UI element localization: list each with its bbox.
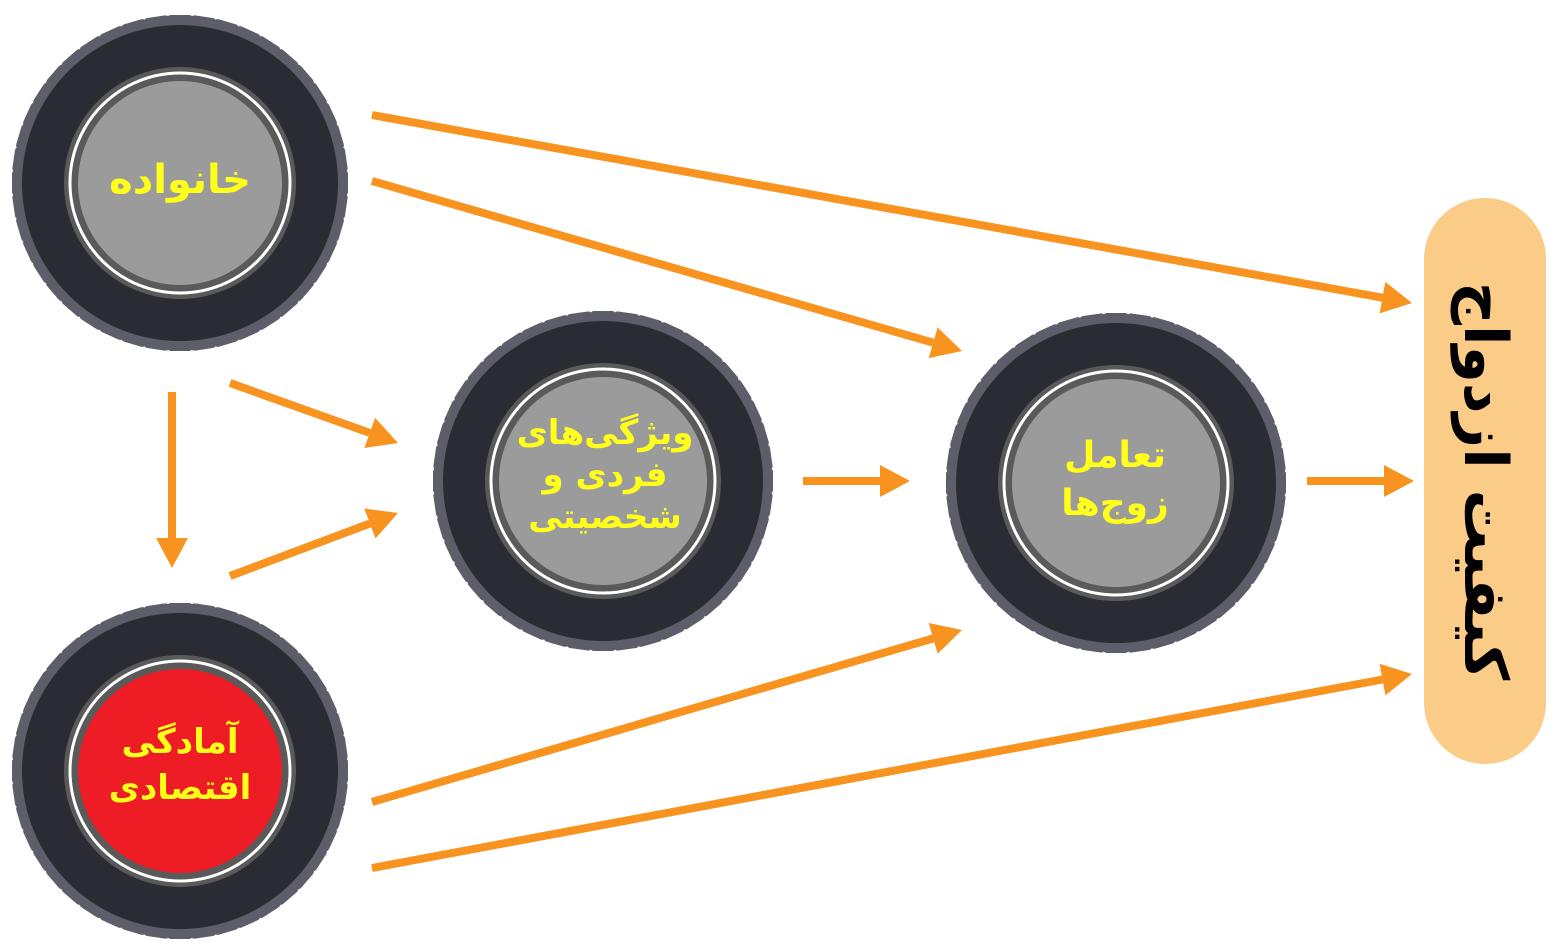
edge-arrowhead [1384,465,1414,497]
edge-arrowhead [1380,664,1412,695]
edge-family-to-economic [156,392,188,568]
edge-line [372,680,1383,868]
edge-line [230,524,370,576]
edge-personality-to-interaction [803,465,910,497]
edge-line [372,115,1382,298]
edge-line [230,383,370,433]
edge-family-to-outcome [372,115,1412,313]
edge-arrowhead [929,327,962,358]
edge-arrowhead [156,538,188,568]
node-economic-label: آمادگی اقتصادی [80,700,280,830]
edge-economic-to-outcome [372,664,1412,868]
edge-arrowhead [880,465,910,497]
edge-family-to-personality [230,383,398,448]
outcome-box: کیفیت ازدواج [1424,198,1546,764]
edge-arrowhead [929,623,962,654]
node-interaction-label: تعامل زوج‌ها [1015,415,1215,545]
node-personality-label: ویژگی‌های فردی و شخصیتی [505,395,705,555]
edge-economic-to-personality [230,509,398,576]
edge-arrowhead [1380,282,1412,313]
node-family-label: خانواده [80,120,280,240]
outcome-label: کیفیت ازدواج [1450,282,1520,680]
edge-interaction-to-outcome [1307,465,1414,497]
